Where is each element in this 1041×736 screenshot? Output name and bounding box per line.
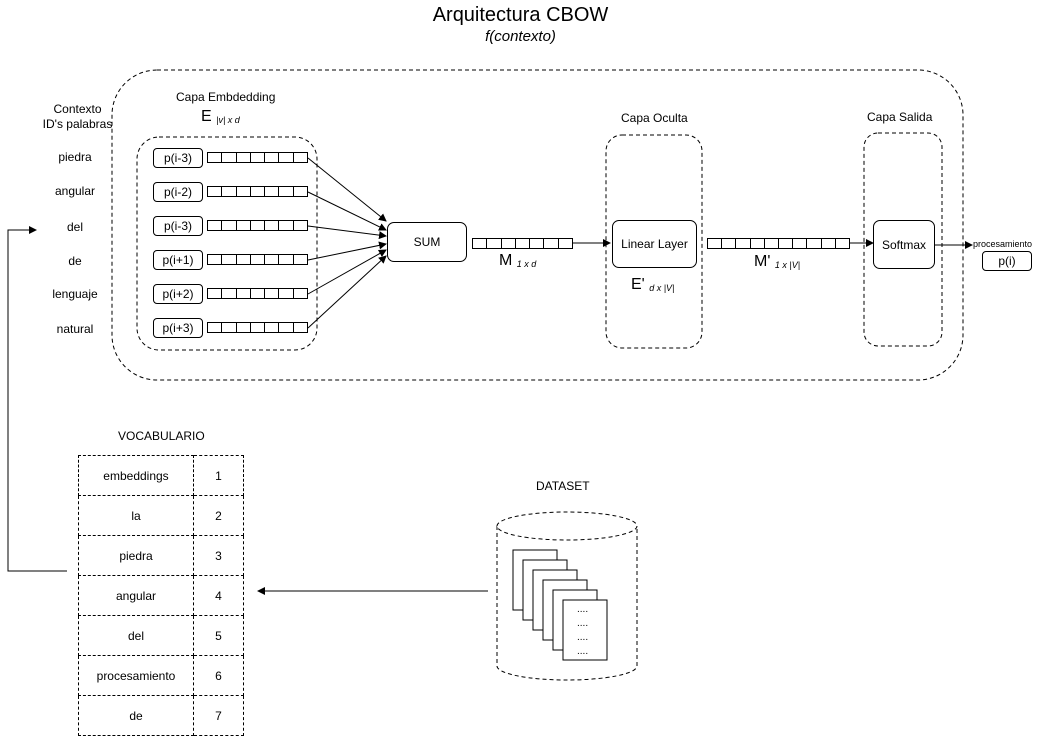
sum-output-label: M 1 x d [499,252,536,270]
document-text-lines: .... .... .... .... [577,603,588,659]
position-box: p(i+2) [153,284,203,304]
output-layer-label: Capa Salida [867,110,933,124]
document-dots-line: .... [577,646,589,657]
embedding-vector [207,254,308,265]
hidden-matrix-symbol: E' [631,276,645,293]
embedding-layer-label: Capa Embdedding [176,90,276,104]
vocab-id: 1 [193,455,244,496]
hidden-layer-label: Capa Oculta [621,111,688,125]
context-header-line1: Contexto [53,102,102,116]
vocabulary-title: VOCABULARIO [118,429,205,443]
position-box: p(i-3) [153,216,203,236]
document-dots-line: .... [577,632,589,643]
context-word: lenguaje [52,287,98,301]
document-dots-line: .... [577,618,589,629]
sum-output-vector [472,238,573,249]
hidden-output-label: M' 1 x |V| [754,253,800,271]
vocab-word: de [78,695,194,736]
linear-layer-node: Linear Layer [612,220,697,268]
prediction-word: procesamiento [973,239,1033,249]
sum-output-symbol: M [499,252,513,269]
vocab-word: piedra [78,535,194,576]
diagram-title: Arquitectura CBOW [432,4,609,26]
vocab-id: 2 [193,495,244,536]
model-container [111,69,964,381]
sum-output-dims: 1 x d [516,259,537,269]
context-word: de [68,254,82,268]
hidden-matrix-label: E' d x |V| [631,276,674,294]
arrow-ctx3-to-sum [307,225,387,240]
document-dots-line: .... [577,604,589,615]
context-word: angular [54,184,96,198]
dataset-title: DATASET [536,479,590,493]
embedding-matrix-symbol: E [201,108,212,125]
hidden-output-vector [707,238,850,249]
vocab-id: 6 [193,655,244,696]
embedding-matrix-label: E |v| x d [201,108,240,126]
vocab-word: del [78,615,194,656]
hidden-output-symbol: M' [754,253,771,270]
softmax-node: Softmax [873,220,935,269]
output-layer-container [863,132,943,347]
embedding-vector [207,288,308,299]
vocab-id: 3 [193,535,244,576]
embedding-layer-container [136,136,318,351]
document-stack-icon [512,549,608,661]
arrow-ctx2-to-sum [307,191,387,231]
arrow-ctx6-to-sum [307,255,387,329]
hidden-matrix-dims: d x |V| [649,283,675,293]
hidden-layer-container [605,134,703,349]
context-header-line2: ID's palabras [42,117,113,131]
context-word: piedra [58,150,92,164]
embedding-matrix-dims: |v| x d [216,115,240,125]
context-word: natural [56,322,94,336]
embedding-vector [207,322,308,333]
context-header: Contexto ID's palabras [30,102,125,132]
position-box: p(i+3) [153,318,203,338]
diagram-subtitle: f(contexto) [485,28,556,45]
sum-node: SUM [387,222,467,262]
vocab-id: 5 [193,615,244,656]
arrow-ctx4-to-sum [307,241,387,261]
position-box: p(i-2) [153,182,203,202]
embedding-vector [207,186,308,197]
vocab-word: procesamiento [78,655,194,696]
position-box: p(i-3) [153,148,203,168]
arrow-ctx1-to-sum [307,157,387,222]
arrow-ctx5-to-sum [307,249,387,295]
vocab-word: angular [78,575,194,616]
vocab-id: 7 [193,695,244,736]
vocab-id: 4 [193,575,244,616]
embedding-vector [207,220,308,231]
vocab-word: la [78,495,194,536]
position-box: p(i+1) [153,250,203,270]
vocab-word: embeddings [78,455,194,496]
embedding-vector [207,152,308,163]
prediction-box: p(i) [982,251,1032,271]
arrow-vocab-to-context [7,226,67,572]
hidden-output-dims: 1 x |V| [774,260,801,270]
context-word: del [66,220,83,234]
